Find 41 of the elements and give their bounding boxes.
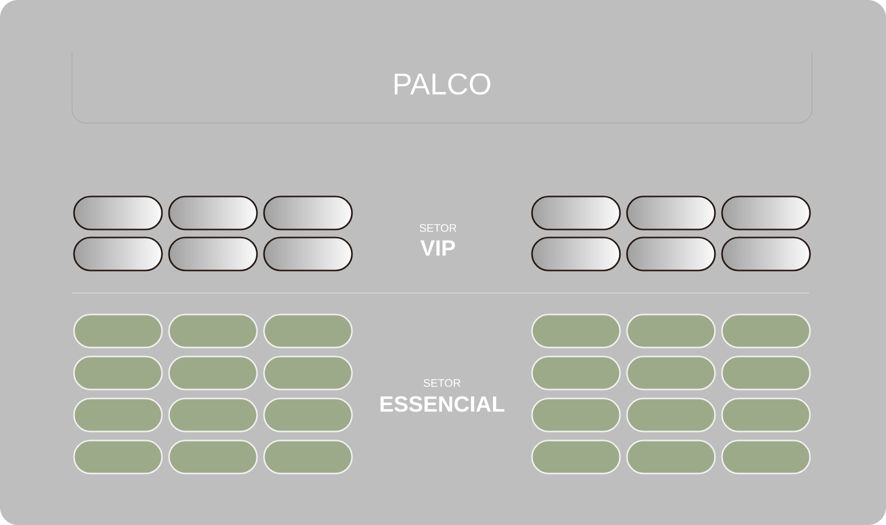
vip-table <box>626 236 716 272</box>
sector-label: SETOR <box>420 224 456 232</box>
table <box>531 440 621 474</box>
vip-table <box>626 196 716 230</box>
table <box>263 356 353 390</box>
sector-label: SETOR <box>424 379 460 387</box>
table <box>73 440 163 474</box>
table <box>168 314 258 348</box>
table <box>73 398 163 432</box>
vip-table <box>531 196 621 230</box>
sector-label: ESSENCIAL <box>380 396 504 412</box>
sector-label: VIP <box>420 240 455 256</box>
table <box>721 398 811 432</box>
stage-box: PALCO <box>72 52 812 124</box>
vip-table <box>168 196 258 230</box>
vip-table <box>263 196 353 230</box>
table <box>721 356 811 390</box>
table <box>168 356 258 390</box>
table <box>168 398 258 432</box>
table <box>263 398 353 432</box>
table <box>168 440 258 474</box>
table <box>531 314 621 348</box>
vip-table <box>531 236 621 272</box>
table <box>531 356 621 390</box>
vip-table <box>721 196 811 230</box>
vip-table <box>168 236 258 272</box>
table <box>626 314 716 348</box>
vip-table <box>721 236 811 272</box>
table <box>263 314 353 348</box>
vip-table <box>73 236 163 272</box>
table <box>626 398 716 432</box>
table <box>626 440 716 474</box>
table <box>73 356 163 390</box>
table <box>721 440 811 474</box>
vip-table <box>73 196 163 230</box>
table <box>73 314 163 348</box>
table <box>721 314 811 348</box>
table <box>531 398 621 432</box>
vip-table <box>263 236 353 272</box>
table <box>626 356 716 390</box>
table <box>263 440 353 474</box>
